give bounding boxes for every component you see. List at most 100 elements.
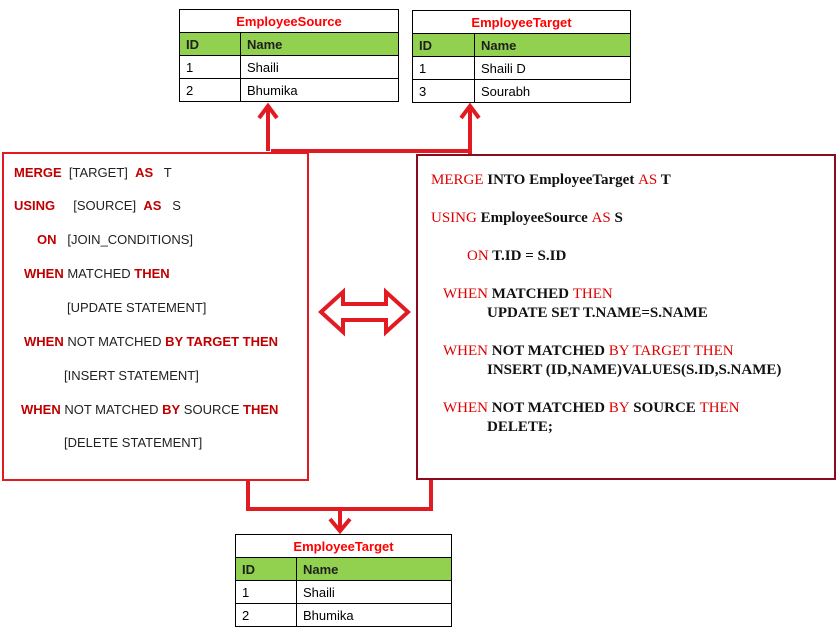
syntax-text: S [172, 198, 181, 213]
keyword: BY [162, 402, 181, 417]
merge-example-box: MERGE INTO EmployeeTarget AS T USING Emp… [416, 154, 836, 480]
table-title: EmployeeTarget [412, 10, 631, 34]
cell-id: 2 [179, 78, 241, 102]
cell-id: 3 [412, 79, 475, 103]
example-line-update: UPDATE SET T.NAME=S.NAME [487, 305, 708, 322]
syntax-text: NOT MATCHED [64, 402, 159, 417]
table-row: 3 Sourabh [412, 79, 631, 103]
keyword: BY TARGET [165, 334, 240, 349]
cell-name: Bhumika [296, 603, 452, 627]
keyword: USING [431, 210, 477, 226]
column-header-name: Name [296, 557, 452, 581]
example-line-not-matched-source: WHEN NOT MATCHED BY SOURCE THEN [443, 400, 740, 417]
syntax-text: T [163, 165, 172, 180]
syntax-line-update: [UPDATE STATEMENT] [67, 300, 206, 315]
keyword: WHEN [24, 266, 64, 281]
example-text: S [614, 210, 623, 226]
keyword: AS [143, 198, 162, 213]
table-title: EmployeeTarget [235, 534, 452, 558]
example-line-when-matched: WHEN MATCHED THEN [443, 286, 613, 303]
column-header-id: ID [235, 557, 297, 581]
keyword: MERGE [14, 165, 62, 180]
example-text: NOT MATCHED [491, 400, 605, 416]
equivalence-double-arrow [318, 287, 411, 337]
keyword: WHEN [24, 334, 64, 349]
example-text: MATCHED [491, 286, 569, 302]
cell-name: Shaili [296, 580, 452, 604]
syntax-text: [DELETE STATEMENT] [64, 435, 203, 450]
example-line-merge: MERGE INTO EmployeeTarget AS T [431, 172, 671, 189]
keyword: BY TARGET THEN [608, 343, 734, 359]
keyword: AS [638, 172, 658, 188]
example-line-using: USING EmployeeSource AS S [431, 210, 623, 227]
example-text: T [660, 172, 671, 188]
arrow-to-result-head [328, 517, 352, 535]
cell-id: 1 [412, 56, 475, 80]
example-text: DELETE; [487, 419, 553, 435]
syntax-line-not-matched-target: WHEN NOT MATCHED BY TARGET THEN [24, 334, 278, 349]
arrow-to-source-head [257, 102, 279, 120]
example-text: UPDATE SET T.NAME=S.NAME [487, 305, 708, 321]
bottom-connector-line [246, 480, 433, 511]
syntax-text: [INSERT STATEMENT] [64, 368, 199, 383]
column-header-id: ID [179, 32, 241, 56]
example-text: INTO EmployeeTarget [487, 172, 635, 188]
keyword: WHEN [21, 402, 61, 417]
cell-id: 1 [179, 55, 241, 79]
result-employee-target-table: EmployeeTarget ID Name 1 Shaili 2 Bhumik… [235, 534, 452, 627]
column-header-name: Name [474, 33, 631, 57]
employee-source-table: EmployeeSource ID Name 1 Shaili 2 Bhumik… [179, 9, 399, 102]
syntax-text: MATCHED [67, 266, 131, 281]
keyword: THEN [242, 334, 279, 349]
syntax-text: [TARGET] [68, 165, 128, 180]
keyword: ON [37, 232, 57, 247]
keyword: ON [467, 248, 489, 264]
table-row: 2 Bhumika [179, 78, 399, 102]
column-header-id: ID [412, 33, 475, 57]
column-header-name: Name [240, 32, 399, 56]
syntax-line-on: ON [JOIN_CONDITIONS] [37, 232, 193, 247]
example-text: EmployeeSource [480, 210, 588, 226]
cell-name: Shaili D [474, 56, 631, 80]
syntax-text: [SOURCE] [73, 198, 137, 213]
example-line-delete: DELETE; [487, 419, 553, 436]
example-text: SOURCE [633, 400, 696, 416]
cell-name: Shaili [240, 55, 399, 79]
keyword: MERGE [431, 172, 484, 188]
arrow-to-target-head [459, 102, 481, 120]
syntax-line-when-matched: WHEN MATCHED THEN [24, 266, 170, 281]
syntax-line-using: USING [SOURCE] AS S [14, 198, 181, 213]
syntax-text: NOT MATCHED [67, 334, 162, 349]
example-line-not-matched-target: WHEN NOT MATCHED BY TARGET THEN [443, 343, 734, 360]
top-connector-line [271, 149, 472, 154]
keyword: WHEN [443, 400, 488, 416]
keyword: WHEN [443, 286, 488, 302]
syntax-line-delete: [DELETE STATEMENT] [64, 435, 202, 450]
table-row: 1 Shaili [179, 55, 399, 79]
example-line-insert: INSERT (ID,NAME)VALUES(S.ID,S.NAME) [487, 362, 781, 379]
table-row: 2 Bhumika [235, 603, 452, 627]
example-line-on: ON T.ID = S.ID [467, 248, 566, 265]
table-row: 1 Shaili D [412, 56, 631, 80]
cell-name: Sourabh [474, 79, 631, 103]
keyword: THEN [572, 286, 613, 302]
keyword: AS [591, 210, 611, 226]
cell-name: Bhumika [240, 78, 399, 102]
keyword: USING [14, 198, 56, 213]
syntax-line-insert: [INSERT STATEMENT] [64, 368, 199, 383]
syntax-line-not-matched-source: WHEN NOT MATCHED BY SOURCE THEN [21, 402, 278, 417]
keyword: BY [608, 400, 630, 416]
cell-id: 2 [235, 603, 297, 627]
keyword: THEN [699, 400, 740, 416]
keyword: AS [135, 165, 154, 180]
example-text: T.ID = S.ID [492, 248, 567, 264]
syntax-text: SOURCE [183, 402, 240, 417]
example-text: INSERT (ID,NAME)VALUES(S.ID,S.NAME) [487, 362, 782, 378]
merge-syntax-template-box: MERGE [TARGET] AS T USING [SOURCE] AS S … [2, 152, 309, 481]
syntax-line-merge: MERGE [TARGET] AS T [14, 165, 172, 180]
syntax-text: [UPDATE STATEMENT] [67, 300, 207, 315]
syntax-text: [JOIN_CONDITIONS] [67, 232, 194, 247]
keyword: THEN [134, 266, 170, 281]
employee-target-table: EmployeeTarget ID Name 1 Shaili D 3 Sour… [412, 10, 631, 103]
